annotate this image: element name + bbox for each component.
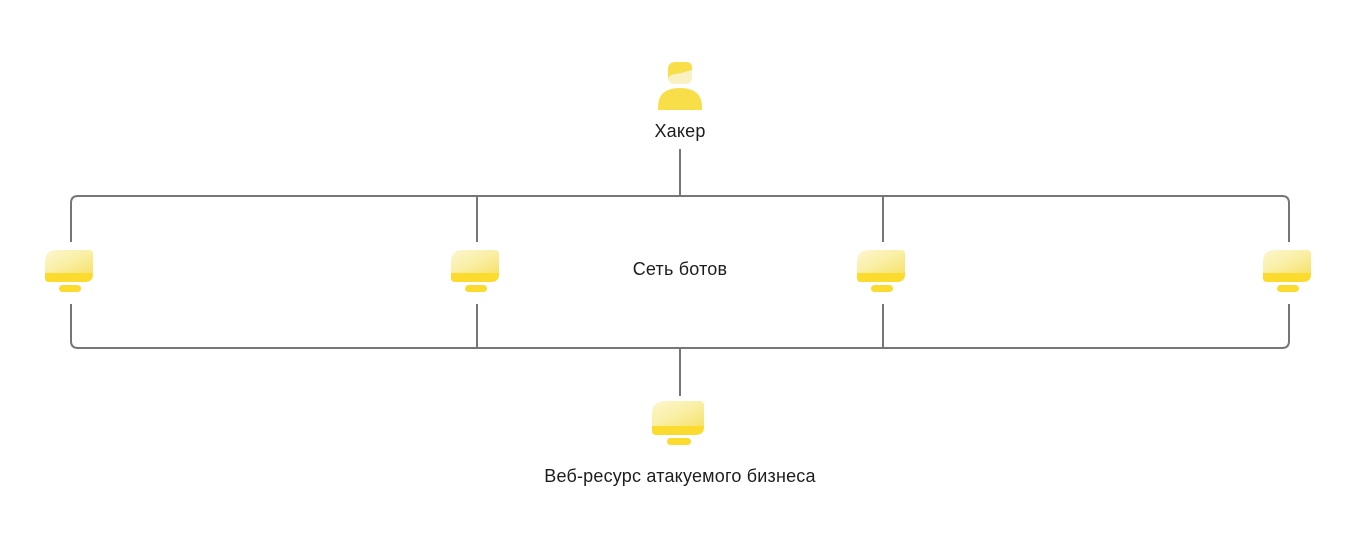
bot-computer-icon [1263,250,1311,292]
bottom-rail [70,304,1290,349]
bot-computer-icon [45,250,93,292]
bot-computer-icon [857,250,905,292]
hacker-label: Хакер [654,121,706,141]
target-label: Веб-ресурс атакуемого бизнеса [544,466,816,486]
botnet-label: Сеть ботов [632,259,728,279]
top-rail [70,195,1290,242]
web-resource-monitor-icon [652,401,704,445]
hacker-person-icon [658,62,702,110]
bot-computer-icon [451,250,499,292]
